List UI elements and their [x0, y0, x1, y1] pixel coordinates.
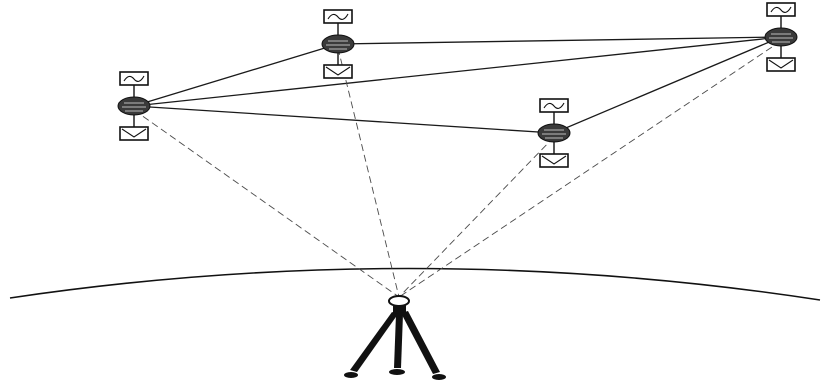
- link-top-center-to-top-right: [338, 37, 781, 44]
- sight-line-lower-right: [399, 137, 554, 297]
- sight-line-top-right: [399, 41, 781, 297]
- sight-line-left: [134, 110, 399, 297]
- sight-line-top-center: [338, 48, 399, 297]
- link-left-to-top-right: [134, 37, 781, 106]
- satellite-lower-right-icon: [538, 99, 570, 167]
- lines-of-sight: [134, 41, 781, 297]
- earth-horizon-curve: [10, 268, 820, 300]
- link-lower-right-to-top-right: [554, 37, 781, 133]
- satellite-top-center-icon: [322, 10, 354, 78]
- satellite-top-right-icon: [765, 3, 797, 71]
- link-left-to-top-center: [134, 44, 338, 106]
- link-left-to-lower-right: [134, 106, 554, 133]
- satellite-left-icon: [118, 72, 150, 140]
- satellite-links: [134, 37, 781, 133]
- tripod-receiver-icon: [344, 296, 446, 380]
